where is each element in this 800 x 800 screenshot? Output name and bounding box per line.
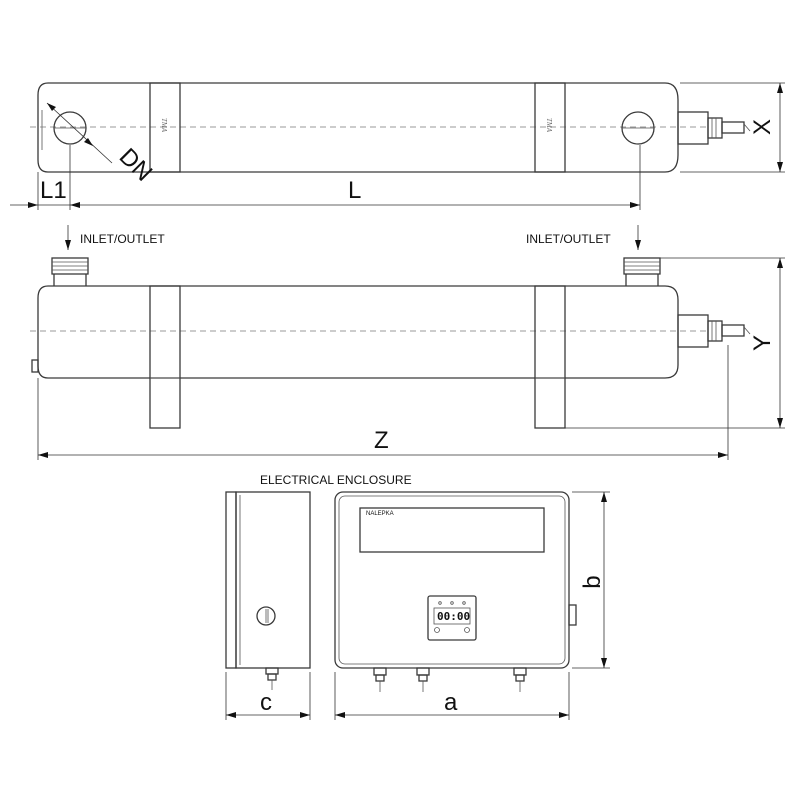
dim-l: L: [348, 177, 361, 204]
side-port-left: [51, 257, 89, 286]
inlet-outlet-right: INLET/OUTLET: [526, 232, 611, 246]
enclosure-title: ELECTRICAL ENCLOSURE: [260, 473, 412, 487]
side-view-body: [37, 285, 679, 379]
top-cable-gland: [677, 111, 751, 145]
dim-dn: DN: [114, 143, 158, 187]
sticker-label: NALEPKA: [366, 511, 394, 517]
timer-module: 00:00: [427, 595, 477, 641]
enclosure-gland-3: [513, 667, 527, 692]
dim-b: b: [579, 575, 606, 588]
side-view: INLET/OUTLET INLET/OUTLET: [30, 225, 785, 460]
timer-display: 00:00: [437, 610, 470, 623]
timer-button-left-icon: [434, 627, 440, 633]
enclosure-side-view: c: [225, 491, 311, 720]
side-switch: [568, 604, 577, 626]
dim-y: Y: [749, 335, 776, 351]
dim-l1: L1: [40, 177, 67, 204]
side-port-right: [623, 257, 661, 286]
top-view: TMA TMA X L1: [10, 82, 785, 210]
top-view-body: [37, 82, 679, 173]
sticker-panel: [359, 507, 545, 553]
enclosure-gland-1: [373, 667, 387, 692]
enclosure-side-knob: [256, 606, 276, 626]
dim-a: a: [444, 689, 458, 716]
enclosure-gland-2: [416, 667, 430, 692]
dim-c: c: [260, 689, 272, 716]
clamp-stamp-right: TMA: [545, 118, 553, 133]
dn-leader: [46, 102, 113, 164]
drain-plug: [31, 359, 39, 373]
top-clamp-right: [534, 82, 566, 173]
enclosure-front-view: NALEPKA 00:00: [334, 491, 610, 720]
inlet-outlet-left: INLET/OUTLET: [80, 232, 165, 246]
dim-x: X: [749, 119, 776, 135]
top-clamp-left: [149, 82, 181, 173]
enclosure-side-gland: [265, 667, 279, 690]
side-cable-gland: [677, 314, 751, 348]
clamp-stamp-left: TMA: [160, 118, 168, 133]
side-clamp-right: [534, 285, 566, 429]
timer-button-right-icon: [464, 627, 470, 633]
side-clamp-left: [149, 285, 181, 429]
dim-z: Z: [374, 427, 389, 454]
